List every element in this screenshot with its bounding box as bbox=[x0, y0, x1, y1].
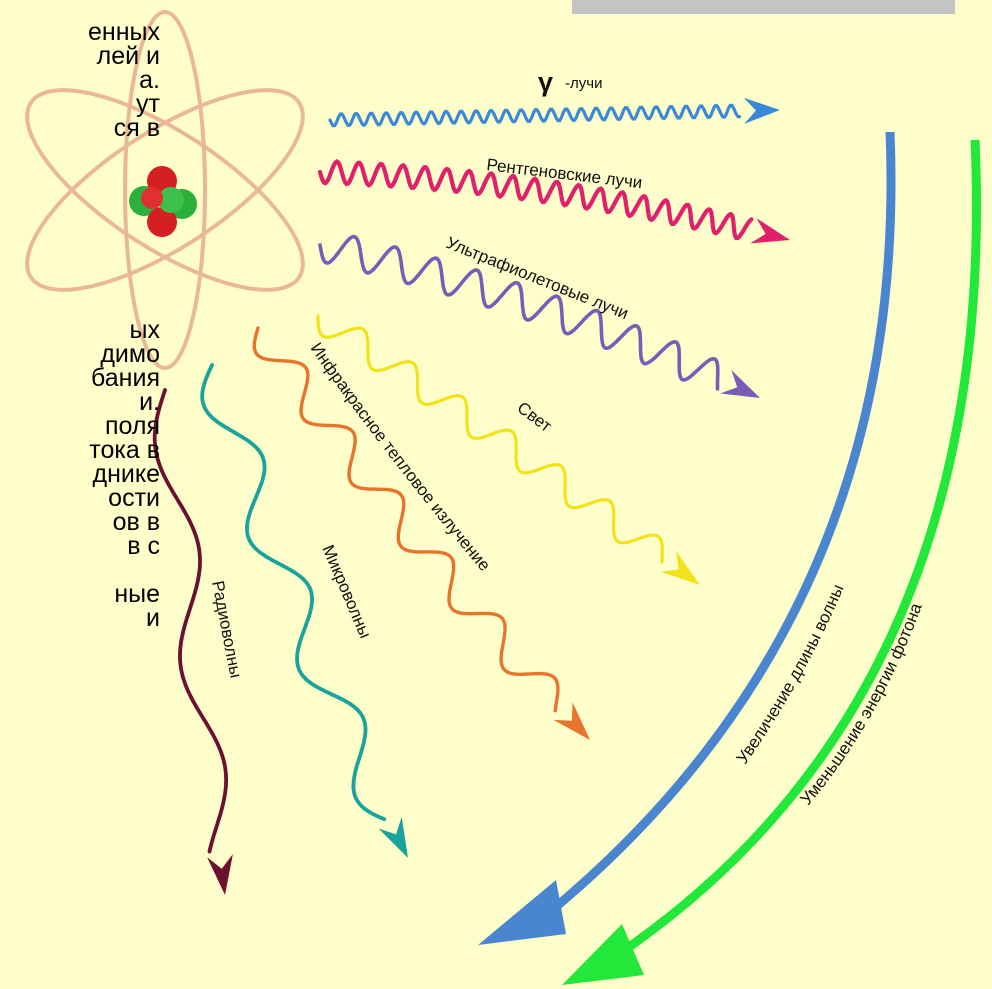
ir-wave-line bbox=[252, 326, 560, 713]
side-text-line: поля bbox=[104, 412, 160, 440]
radio-label: Радиоволны bbox=[208, 579, 245, 679]
micro-label: Микроволны bbox=[318, 542, 375, 641]
proton bbox=[141, 187, 163, 209]
gamma-ray-wave bbox=[328, 97, 780, 128]
atom bbox=[25, 10, 305, 370]
side-text-line: ные bbox=[114, 580, 160, 608]
svg-text:Свет: Свет bbox=[514, 398, 556, 436]
light-wave bbox=[316, 314, 700, 585]
side-text-line: ут bbox=[136, 90, 160, 118]
light-wave-arrowhead bbox=[660, 550, 700, 585]
side-text-line: ости bbox=[108, 484, 160, 512]
side-text-line: и. bbox=[139, 388, 160, 416]
proton bbox=[147, 207, 177, 237]
side-text-line: димо bbox=[100, 340, 160, 368]
light-wave-line bbox=[316, 314, 664, 564]
side-text-line: лей и bbox=[96, 42, 160, 70]
side-text-line: ых bbox=[129, 316, 160, 344]
side-text-line: днике bbox=[92, 460, 160, 488]
uv-wave-line bbox=[318, 234, 720, 391]
atom-orbit bbox=[123, 10, 207, 370]
svg-text:Радиоволны: Радиоволны bbox=[208, 579, 245, 679]
ir-wave bbox=[252, 326, 590, 740]
uv-wave bbox=[318, 234, 760, 398]
side-text-line: и bbox=[146, 604, 160, 632]
radio-wave bbox=[152, 388, 233, 895]
gamma-ray-wave-arrowhead bbox=[743, 97, 780, 124]
xray-wave bbox=[317, 159, 790, 244]
side-text-line: в с bbox=[127, 532, 160, 560]
ray-labels: γ -лучи Рентгеновские лучи Ультрафиолето… bbox=[208, 67, 643, 680]
svg-text:Рентгеновские лучи: Рентгеновские лучи bbox=[486, 155, 644, 192]
ir-label: Инфракрасное тепловое излучение bbox=[307, 339, 495, 574]
gamma-ray-wave-line bbox=[328, 103, 742, 128]
side-text-line: тока в bbox=[89, 436, 160, 464]
microwave-wave-arrowhead bbox=[378, 816, 408, 858]
atom-orbit bbox=[25, 88, 305, 292]
neutron bbox=[158, 187, 184, 213]
atom-orbit bbox=[25, 88, 305, 292]
side-text-line: ов в bbox=[112, 508, 160, 536]
ir-wave-arrowhead bbox=[553, 702, 590, 740]
svg-text:Инфракрасное тепловое излучени: Инфракрасное тепловое излучение bbox=[307, 339, 495, 574]
gray-bar bbox=[572, 0, 955, 14]
microwave-wave bbox=[200, 363, 408, 858]
light-label: Свет bbox=[514, 398, 556, 436]
radio-wave-line bbox=[152, 388, 228, 854]
svg-text:Микроволны: Микроволны bbox=[318, 542, 375, 641]
svg-text:Ультрафиолетовые лучи: Ультрафиолетовые лучи bbox=[444, 233, 632, 323]
gamma-label: -лучи bbox=[565, 75, 602, 92]
side-text-line bbox=[0, 558, 160, 582]
side-text-line: енных bbox=[88, 18, 160, 46]
atom-nucleus bbox=[129, 166, 197, 237]
xray-label: Рентгеновские лучи bbox=[486, 155, 644, 192]
side-text-line: бания bbox=[91, 364, 160, 392]
xray-wave-arrowhead bbox=[750, 218, 790, 244]
xray-wave-line bbox=[317, 159, 754, 240]
side-text-line: ся в bbox=[113, 114, 160, 142]
microwave-wave-line bbox=[200, 363, 387, 822]
wavelength-arrow bbox=[478, 131, 896, 945]
uv-wave-arrowhead bbox=[720, 370, 760, 398]
gamma-symbol: γ bbox=[538, 67, 553, 97]
side-text-line: а. bbox=[139, 66, 160, 94]
energy-arrow bbox=[562, 139, 982, 985]
uv-label: Ультрафиолетовые лучи bbox=[444, 233, 632, 323]
radio-wave-arrowhead bbox=[207, 854, 233, 895]
